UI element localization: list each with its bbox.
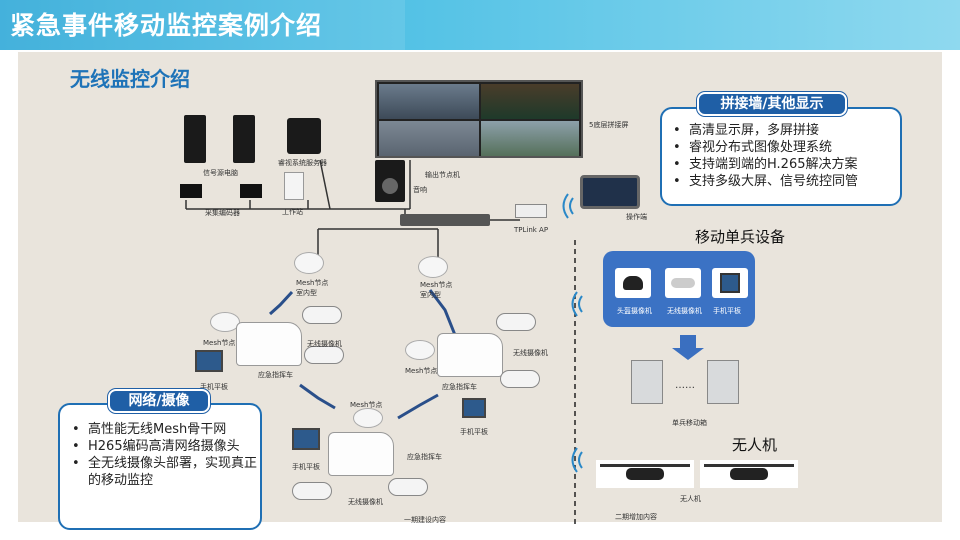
section-subtitle: 无线监控介绍 [70, 67, 190, 91]
mesh-node-3 [353, 408, 383, 428]
command-vehicle-2 [437, 333, 503, 377]
tablet-1 [195, 350, 223, 372]
camera-1-label: 无线摄像机 [307, 340, 342, 348]
station-dots: …… [675, 380, 695, 391]
mesh-indoor-node-2 [418, 256, 448, 278]
tablet-2-label: 手机平板 [460, 428, 488, 436]
helmet-camera [615, 268, 651, 298]
display-badge: 拼接墙/其他显示 [697, 92, 847, 116]
tablet-3-label: 手机平板 [292, 463, 320, 471]
operator-tablet [580, 175, 640, 209]
mesh-indoor-node-1 [294, 252, 324, 274]
speaker-label: 音响 [413, 186, 427, 194]
command-vehicle-1 [236, 322, 302, 366]
server [287, 118, 321, 154]
encoder-label: 采集编码器 [205, 209, 240, 217]
mobile-station-1 [631, 360, 663, 404]
display-bullet-2: 睿视分布式图像处理系统 [667, 139, 897, 156]
operator-label: 操作端 [626, 213, 647, 221]
display-bullets: 高清显示屏，多屏拼接 睿视分布式图像处理系统 支持端到端的H.265解决方案 支… [667, 122, 897, 190]
output-node-label: 输出节点机 [425, 171, 460, 179]
phase1-label: 一期建设内容 [404, 516, 446, 524]
mesh-2-label: Mesh节点 [405, 367, 438, 375]
mobile-heading: 移动单兵设备 [695, 228, 786, 246]
tablet-2 [462, 398, 486, 418]
title-bar: 紧急事件移动监控案例介绍 [0, 0, 960, 50]
network-bullets: 高性能无线Mesh骨干网 H265编码高清网络摄像头 全无线摄像头部署，实现真正… [66, 421, 258, 489]
cmd-vehicle-1-label: 应急指挥车 [258, 371, 293, 379]
mesh-node-2 [405, 340, 435, 360]
wireless-camera-label: 无线摄像机 [667, 307, 702, 315]
signal-pc-label: 信号源电脑 [203, 169, 238, 177]
camera-5 [292, 482, 332, 500]
display-bullet-4: 支持多级大屏、信号统控同管 [667, 173, 897, 190]
cmd-vehicle-2-label: 应急指挥车 [442, 383, 477, 391]
display-bullet-1: 高清显示屏，多屏拼接 [667, 122, 897, 139]
cmd-vehicle-3-label: 应急指挥车 [407, 453, 442, 461]
server-label: 睿视系统服务器 [278, 159, 327, 167]
workstation [284, 172, 304, 200]
station-label: 单兵移动箱 [672, 419, 707, 427]
tablet-1-label: 手机平板 [200, 383, 228, 391]
camera-5-label: 无线摄像机 [348, 498, 383, 506]
encoder-1 [180, 184, 202, 198]
camera-3 [496, 313, 536, 331]
camera-3-label: 无线摄像机 [513, 349, 548, 357]
mobile-tablet-label: 手机平板 [713, 307, 741, 315]
wireless-camera [665, 268, 701, 298]
page-title: 紧急事件移动监控案例介绍 [10, 11, 323, 40]
video-wall-label: 5底层拼接屏 [589, 121, 629, 129]
signal-pc-1 [184, 115, 206, 163]
network-bullet-3: 全无线摄像头部署，实现真正的移动监控 [66, 455, 258, 489]
network-badge: 网络/摄像 [108, 389, 210, 413]
tablet-3 [292, 428, 320, 450]
workstation-label: 工作站 [282, 208, 303, 216]
command-vehicle-3 [328, 432, 394, 476]
camera-4 [500, 370, 540, 388]
camera-1 [302, 306, 342, 324]
camera-6 [388, 478, 428, 496]
mobile-tablet [712, 268, 748, 298]
mesh-1-label: Mesh节点 [203, 339, 236, 347]
wireless-ap [515, 204, 547, 218]
camera-2 [304, 346, 344, 364]
phase2-label: 二期增加内容 [615, 513, 657, 521]
drone-label: 无人机 [680, 495, 701, 503]
mesh-indoor-1-label: Mesh节点 室内型 [296, 279, 329, 297]
drone-heading: 无人机 [732, 436, 778, 454]
display-bullet-3: 支持端到端的H.265解决方案 [667, 156, 897, 173]
mobile-station-2 [707, 360, 739, 404]
network-bullet-1: 高性能无线Mesh骨干网 [66, 421, 258, 438]
network-bullet-2: H265编码高清网络摄像头 [66, 438, 258, 455]
helmet-camera-label: 头盔摄像机 [617, 307, 652, 315]
title-glow [0, 0, 405, 50]
drone-1 [596, 460, 694, 488]
speaker [375, 160, 405, 202]
video-wall [375, 80, 583, 158]
signal-pc-2 [233, 115, 255, 163]
network-switch [400, 214, 490, 226]
drone-2 [700, 460, 798, 488]
mesh-indoor-2-label: Mesh节点 室内型 [420, 281, 453, 299]
mesh-3-label: Mesh节点 [350, 401, 383, 409]
encoder-2 [240, 184, 262, 198]
ap-label: TPLink AP [514, 226, 549, 234]
